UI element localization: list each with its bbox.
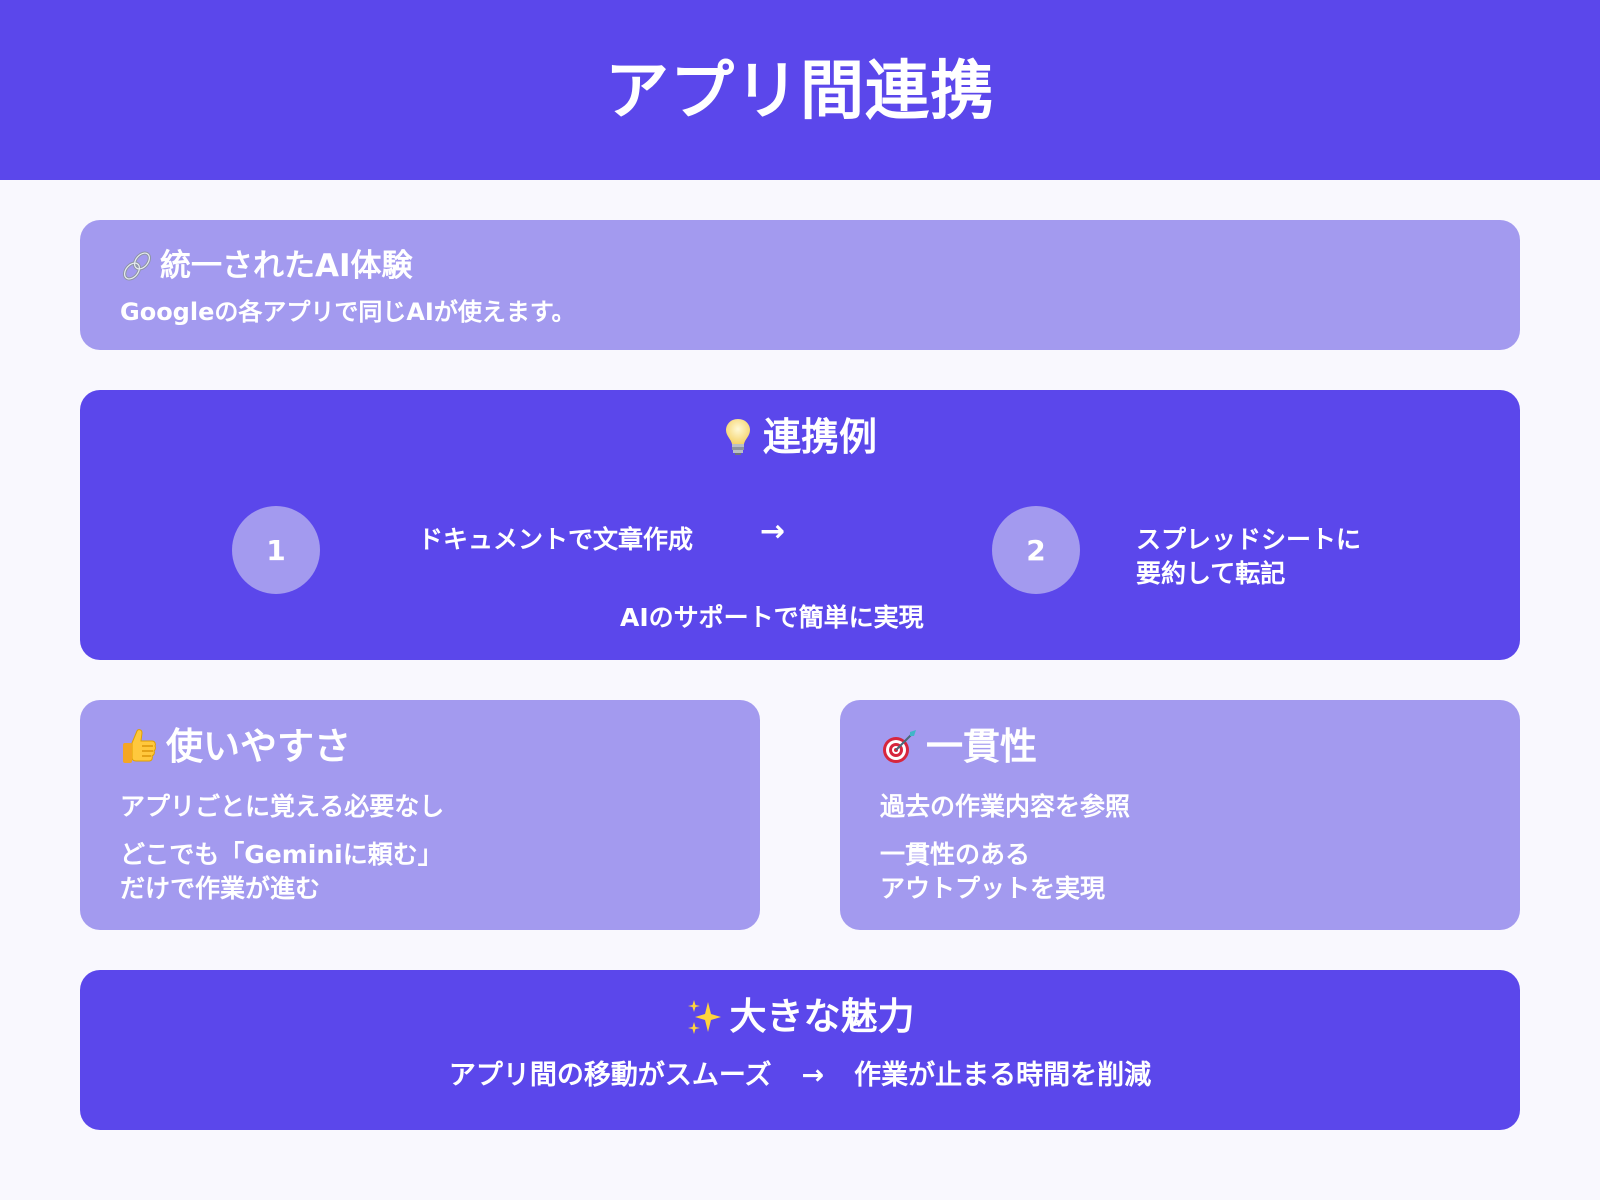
- step-2-badge: 2: [992, 506, 1080, 594]
- ease-title-row: 使いやすさ: [120, 722, 720, 772]
- ease-point-2-line-b: だけで作業が進む: [120, 874, 321, 903]
- sparkles-icon: [686, 998, 722, 1036]
- consistency-card: 一貫性 過去の作業内容を参照 一貫性のある アウトプットを実現: [840, 700, 1520, 930]
- unified-ai-card: 統一されたAI体験 Googleの各アプリで同じAIが使えます。: [80, 220, 1520, 350]
- thumbs-up-icon: [120, 727, 158, 767]
- consistency-point-2: 一貫性のある アウトプットを実現: [880, 838, 1480, 906]
- step-1-badge: 1: [232, 506, 320, 594]
- appeal-arrow: →: [801, 1060, 825, 1091]
- page-header: アプリ間連携: [0, 0, 1600, 180]
- appeal-title: 大きな魅力: [729, 995, 915, 1038]
- appeal-to: 作業が止まる時間を削減: [854, 1060, 1152, 1091]
- flow-arrow: →: [760, 514, 786, 549]
- step-2-text-line1: スプレッドシートに: [1136, 525, 1362, 554]
- ease-point-1: アプリごとに覚える必要なし: [120, 792, 445, 821]
- appeal-from: アプリ間の移動がスムーズ: [448, 1060, 772, 1091]
- consistency-point-1: 過去の作業内容を参照: [880, 792, 1131, 821]
- unified-ai-title: 統一されたAI体験: [160, 248, 413, 284]
- step-1-text: ドキュメントで文章作成: [418, 525, 694, 554]
- page-title: アプリ間連携: [605, 55, 995, 129]
- ease-point-2: どこでも「Geminiに頼む」 だけで作業が進む: [120, 838, 720, 906]
- appeal-flow: アプリ間の移動がスムーズ → 作業が止まる時間を削減: [80, 1058, 1520, 1094]
- example-card: 連携例 1 ドキュメントで文章作成 → 2 スプレッドシートに 要約して転記 A…: [80, 390, 1520, 660]
- step-2-text: スプレッドシートに 要約して転記: [1136, 523, 1361, 591]
- target-icon: [880, 728, 918, 766]
- appeal-card: 大きな魅力 アプリ間の移動がスムーズ → 作業が止まる時間を削減: [80, 970, 1520, 1130]
- consistency-point-2-line-a: 一貫性のある: [880, 840, 1031, 869]
- appeal-title-row: 大きな魅力: [80, 992, 1520, 1042]
- step-2-text-line2: 要約して転記: [1136, 559, 1286, 588]
- unified-ai-title-row: 統一されたAI体験: [120, 246, 1480, 286]
- step-1-number: 1: [266, 533, 286, 567]
- light-bulb-icon: [723, 417, 753, 457]
- unified-ai-description: Googleの各アプリで同じAIが使えます。: [120, 298, 576, 326]
- ease-of-use-card: 使いやすさ アプリごとに覚える必要なし どこでも「Geminiに頼む」 だけで作…: [80, 700, 760, 930]
- example-note: AIのサポートで簡単に実現: [620, 603, 924, 632]
- link-icon: [120, 249, 154, 283]
- example-title-row: 連携例: [80, 412, 1520, 462]
- example-title: 連携例: [762, 415, 877, 459]
- step-2-number: 2: [1026, 533, 1046, 567]
- consistency-title: 一貫性: [926, 725, 1037, 768]
- ease-point-2-line-a: どこでも「Geminiに頼む」: [120, 840, 443, 869]
- consistency-title-row: 一貫性: [880, 722, 1480, 772]
- consistency-point-2-line-b: アウトプットを実現: [880, 874, 1106, 903]
- ease-title: 使いやすさ: [166, 725, 351, 768]
